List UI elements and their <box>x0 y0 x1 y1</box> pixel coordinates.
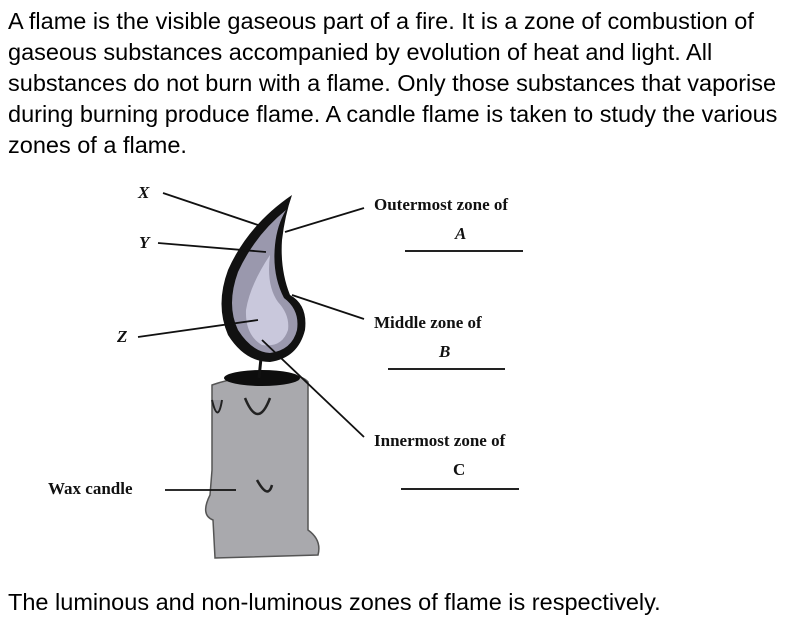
label-innermost-zone: Innermost zone of <box>374 431 506 450</box>
candle-flame-illustration <box>137 192 365 559</box>
candle-flame-diagram: X Y Z Wax candle Outermost zone of A Mid… <box>0 175 800 575</box>
label-wax-candle: Wax candle <box>48 479 133 498</box>
blank-c-letter: C <box>453 460 466 479</box>
blank-a-letter: A <box>455 224 467 243</box>
passage-text: A flame is the visible gaseous part of a… <box>8 8 778 158</box>
label-y: Y <box>139 233 150 252</box>
blank-b-line <box>388 368 505 370</box>
label-middle-zone: Middle zone of <box>374 313 482 332</box>
label-z: Z <box>117 327 128 346</box>
label-outermost-zone: Outermost zone of <box>374 195 509 214</box>
blank-b-letter: B <box>439 342 451 361</box>
label-x: X <box>138 183 150 202</box>
question-text: The luminous and non-luminous zones of f… <box>8 589 661 615</box>
blank-a-line <box>405 250 523 252</box>
blank-c-line <box>401 488 519 490</box>
